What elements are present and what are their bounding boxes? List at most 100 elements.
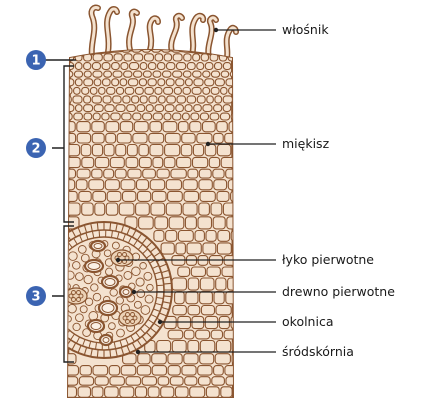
- parenchyma-cell: [163, 122, 177, 132]
- parenchyma-cell: [238, 267, 248, 276]
- parenchyma-cell: [223, 203, 237, 215]
- parenchyma-cell: [139, 217, 154, 229]
- parenchyma-cell: [171, 169, 186, 178]
- parenchyma-cell: [195, 231, 204, 242]
- parenchyma-cell: [173, 54, 182, 61]
- parenchyma-cell: [103, 96, 111, 103]
- parenchyma-cell: [93, 191, 106, 201]
- parenchyma-cell: [193, 157, 208, 167]
- parenchyma-cell: [65, 169, 76, 178]
- parenchyma-cell: [77, 133, 90, 143]
- parenchyma-cell: [188, 306, 200, 315]
- parenchyma-cell: [199, 169, 211, 178]
- label-endodermis: śródskórnia: [282, 345, 354, 359]
- stele-cell: [54, 282, 63, 291]
- parenchyma-cell: [120, 387, 134, 398]
- parenchyma-cell: [223, 105, 231, 112]
- parenchyma-cell: [224, 330, 236, 339]
- parenchyma-cell: [197, 96, 205, 103]
- parenchyma-cell: [84, 71, 91, 77]
- parenchyma-cell: [239, 87, 247, 94]
- parenchyma-cell: [199, 203, 210, 215]
- parenchyma-cell: [179, 122, 189, 132]
- stele-cell: [73, 262, 81, 270]
- parenchyma-cell: [99, 87, 105, 94]
- parenchyma-cell: [210, 113, 219, 120]
- xylem-vessel: [100, 335, 112, 345]
- parenchyma-cell: [117, 87, 124, 94]
- parenchyma-cell: [124, 71, 132, 77]
- parenchyma-cell: [184, 330, 194, 339]
- leader-dot-endodermis: [136, 350, 140, 354]
- parenchyma-cell: [203, 71, 210, 77]
- parenchyma-cell: [158, 79, 165, 86]
- parenchyma-cell: [65, 191, 77, 201]
- parenchyma-cell: [138, 191, 151, 201]
- parenchyma-cell: [176, 243, 186, 254]
- parenchyma-cell: [166, 79, 174, 86]
- parenchyma-cell: [121, 180, 135, 190]
- parenchyma-cell: [165, 105, 174, 112]
- parenchyma-cell: [229, 87, 238, 94]
- parenchyma-cell: [93, 366, 108, 376]
- pericycle-cell-wall: [48, 269, 55, 272]
- parenchyma-cell: [167, 96, 176, 103]
- stele-cell: [140, 263, 147, 270]
- pericycle-cell-wall: [45, 300, 52, 301]
- parenchyma-cell: [211, 330, 222, 339]
- parenchyma-cell: [146, 105, 153, 112]
- parenchyma-cell: [102, 63, 110, 70]
- parenchyma-cell: [110, 157, 124, 167]
- parenchyma-cell: [210, 47, 219, 52]
- parenchyma-cell: [183, 113, 190, 120]
- root-hair: [150, 18, 158, 50]
- stele-cell: [137, 290, 145, 298]
- parenchyma-cell: [234, 387, 247, 398]
- parenchyma-cell: [221, 87, 227, 94]
- stele-cell: [76, 314, 84, 322]
- parenchyma-cell: [150, 180, 165, 190]
- parenchyma-cell: [119, 203, 134, 215]
- parenchyma-cell: [200, 341, 215, 353]
- parenchyma-cell: [65, 203, 80, 215]
- parenchyma-cell: [161, 387, 174, 398]
- parenchyma-cell: [109, 366, 119, 376]
- parenchyma-cell: [239, 278, 254, 290]
- parenchyma-cell: [65, 133, 76, 143]
- parenchyma-cell: [203, 122, 216, 132]
- parenchyma-cell: [155, 54, 163, 61]
- parenchyma-cell: [79, 191, 91, 201]
- parenchyma-cell: [112, 63, 120, 70]
- endodermis-cell-wall: [51, 247, 57, 252]
- parenchyma-cell: [205, 79, 214, 86]
- parenchyma-cell: [199, 180, 212, 190]
- stele-cell: [64, 283, 70, 289]
- parenchyma-cell: [214, 292, 224, 304]
- parenchyma-cell: [193, 71, 202, 77]
- parenchyma-cell: [200, 278, 214, 290]
- parenchyma-cell: [94, 79, 101, 86]
- pericycle-cell-wall: [46, 275, 53, 277]
- parenchyma-cell: [181, 145, 192, 156]
- parenchyma-cell: [190, 122, 201, 132]
- parenchyma-cell: [79, 377, 93, 386]
- stele-cell: [112, 242, 119, 249]
- parenchyma-cell: [93, 113, 100, 120]
- parenchyma-cell: [196, 330, 210, 339]
- parenchyma-cell: [209, 157, 219, 167]
- parenchyma-cell: [74, 87, 80, 94]
- parenchyma-cell: [187, 63, 195, 70]
- parenchyma-cell: [139, 157, 151, 167]
- parenchyma-cell: [145, 87, 154, 94]
- badge-2: 2: [26, 138, 46, 158]
- parenchyma-cell: [128, 169, 141, 178]
- parenchyma-cell: [106, 133, 116, 143]
- stele-cell: [117, 329, 125, 337]
- stele-cell: [104, 250, 111, 257]
- parenchyma-cell: [217, 145, 230, 156]
- parenchyma-cell: [184, 354, 198, 364]
- parenchyma-cell: [84, 96, 91, 103]
- parenchyma-cell: [172, 341, 186, 353]
- parenchyma-cell: [205, 145, 216, 156]
